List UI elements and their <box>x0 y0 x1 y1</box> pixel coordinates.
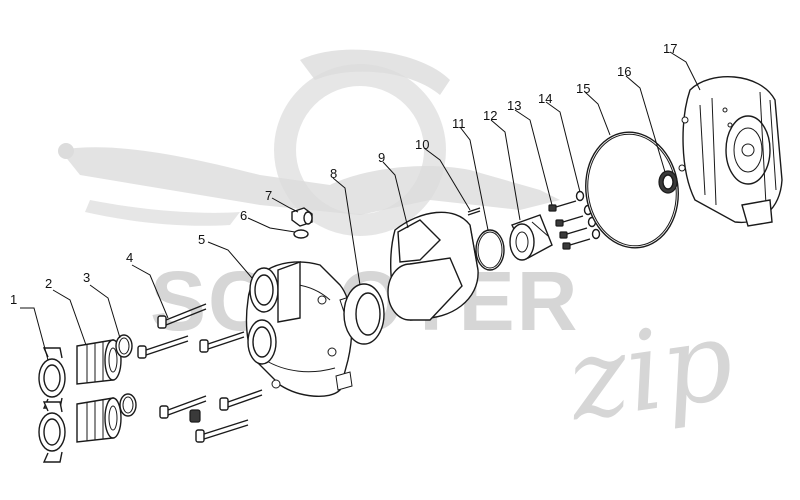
watermark-brand-script: zip <box>559 296 741 446</box>
part-3-o-ring <box>115 334 137 417</box>
part-5-pump-housing <box>245 261 357 398</box>
part-2-hose-fitting <box>76 339 122 443</box>
callout-8: 8 <box>330 166 337 181</box>
callout-6: 6 <box>240 208 247 223</box>
callout-4: 4 <box>126 250 133 265</box>
part-8-wear-plate <box>343 283 385 345</box>
callout-11: 11 <box>452 116 466 131</box>
leader-lines <box>20 51 701 361</box>
part-6-o-ring <box>293 229 309 239</box>
part-10-pin <box>467 207 481 216</box>
callout-1: 1 <box>10 292 17 307</box>
part-4-bolt <box>137 303 263 443</box>
callout-16: 16 <box>617 64 631 79</box>
part-16-seal <box>658 170 678 194</box>
callout-10: 10 <box>415 137 429 152</box>
callout-14: 14 <box>538 91 552 106</box>
part-9-diffuser <box>387 211 479 321</box>
callout-3: 3 <box>83 270 90 285</box>
callout-9: 9 <box>378 150 385 165</box>
callout-13: 13 <box>507 98 521 113</box>
callout-7: 7 <box>265 188 272 203</box>
callout-2: 2 <box>45 276 52 291</box>
callout-labels: 1 2 3 4 5 6 7 8 9 10 11 12 13 14 15 16 1… <box>10 41 677 307</box>
part-13-screw <box>548 200 591 250</box>
part-11-o-ring <box>475 229 505 271</box>
part-17-back-housing <box>678 76 783 227</box>
part-7-drain-plug <box>291 207 313 227</box>
callout-17: 17 <box>663 41 677 56</box>
callout-12: 12 <box>483 108 497 123</box>
part-15-gasket <box>585 131 679 249</box>
callout-15: 15 <box>576 81 590 96</box>
callout-5: 5 <box>198 232 205 247</box>
part-1-hose-nut <box>38 347 66 463</box>
watermark-logo: SCOOTER zip <box>58 49 741 446</box>
part-12-impeller <box>509 214 553 261</box>
